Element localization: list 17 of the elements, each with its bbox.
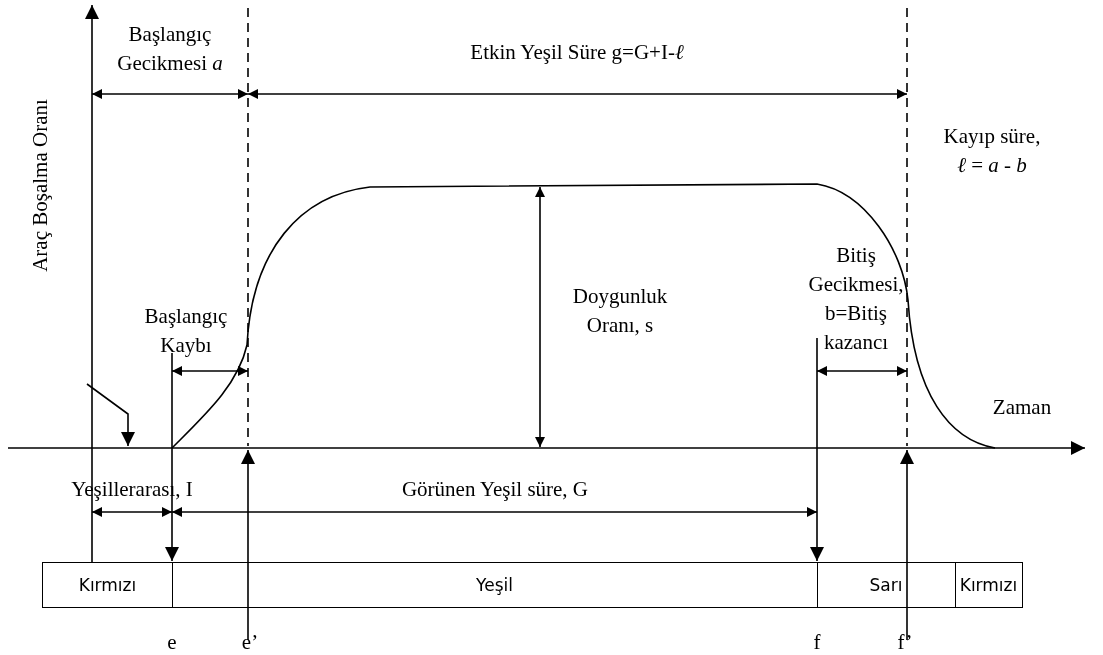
dimension-label: Etkin Yeşil Süre g=G+I-ℓ <box>469 39 685 66</box>
time-point-label: e <box>166 629 178 655</box>
time-point-label: f <box>812 629 822 655</box>
signal-phase-segment: Yeşil <box>172 562 818 608</box>
axis-label: Zaman <box>991 394 1053 421</box>
dimension-label: Görünen Yeşil süre, G <box>400 476 590 503</box>
axis-label: Araç Boşalma Oranı <box>26 98 53 274</box>
time-point-label: f’ <box>896 629 914 655</box>
dimension-label: Başlangıç Gecikmesi a <box>116 21 224 77</box>
time-point-label: e’ <box>240 629 260 655</box>
dimension-label: Doygunluk Oranı, s <box>571 283 669 339</box>
annotation-text: Kayıp süre, ℓ = a - b <box>942 123 1042 179</box>
dimension-label: Bitiş Gecikmesi, b=Bitiş kazancı <box>807 242 905 356</box>
signal-phase-segment: Sarı <box>817 562 956 608</box>
signal-phase-segment: Kırmızı <box>42 562 173 608</box>
signal-phase-segment: Kırmızı <box>955 562 1023 608</box>
dimension-label: Başlangıç Kaybı <box>143 303 229 359</box>
